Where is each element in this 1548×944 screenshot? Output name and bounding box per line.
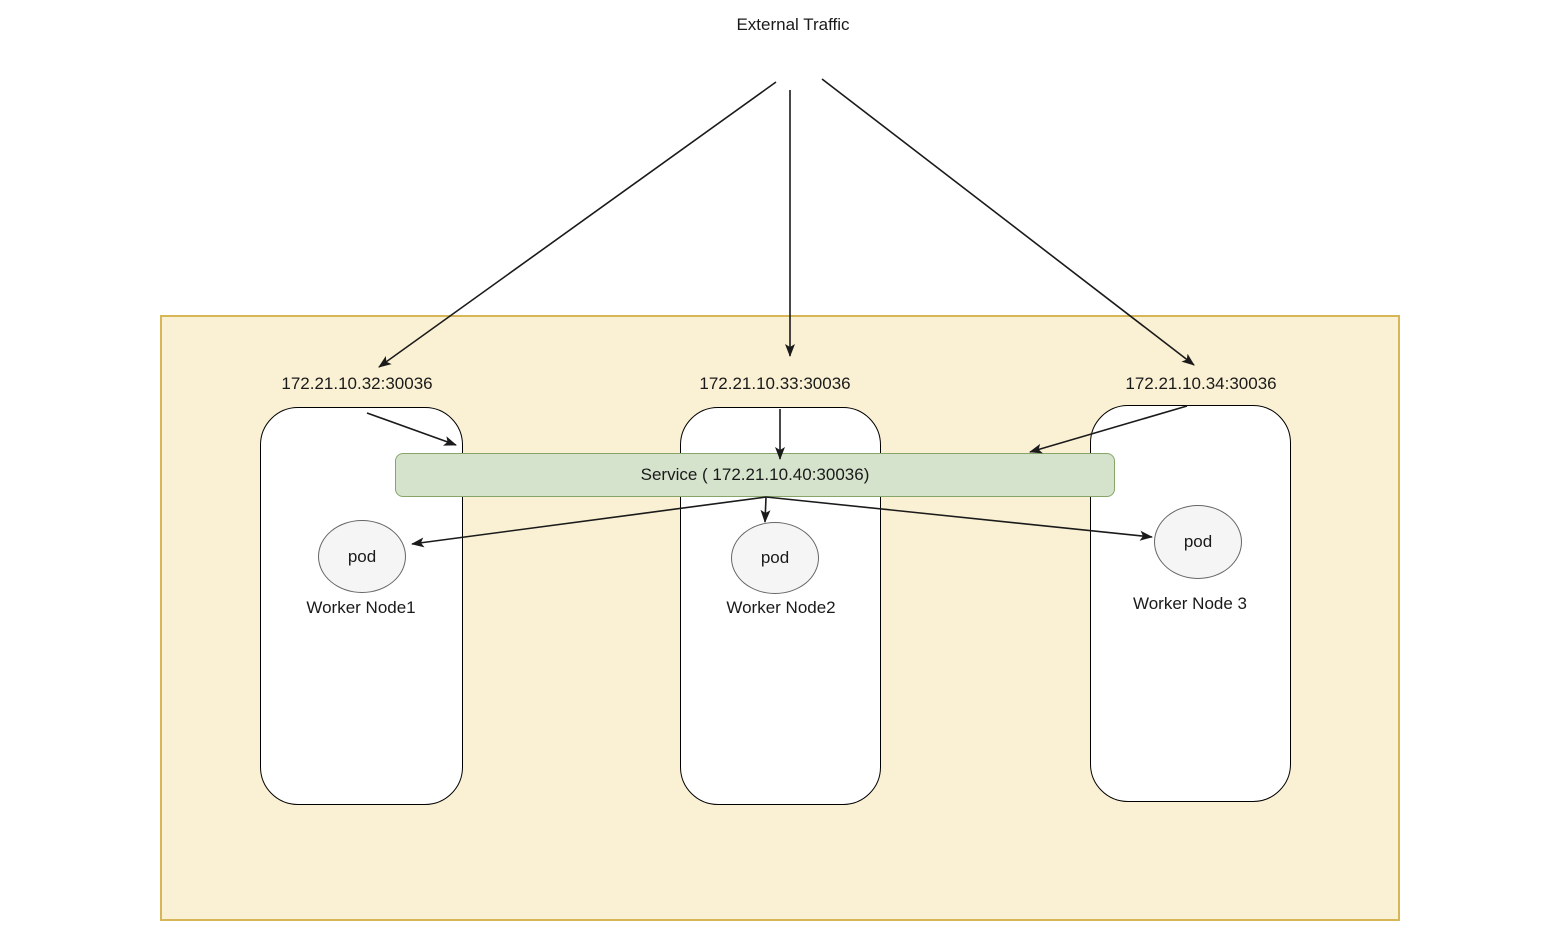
worker-node-1-label: Worker Node1 (306, 598, 416, 617)
pod-3-label: pod (1183, 532, 1213, 551)
service-bar: Service ( 172.21.10.40:30036) (395, 453, 1115, 497)
pod-node-1: pod (318, 520, 406, 593)
service-label: Service ( 172.21.10.40:30036) (640, 465, 870, 484)
worker-node-3-label: Worker Node 3 (1132, 594, 1248, 613)
pod-2-label: pod (760, 548, 790, 567)
nodeport-ip-label-2: 172.21.10.33:30036 (699, 374, 851, 393)
pod-node-3: pod (1154, 505, 1242, 579)
nodeport-ip-label-3: 172.21.10.34:30036 (1125, 374, 1277, 393)
worker-node-3-box (1090, 405, 1291, 802)
nodeport-ip-label-1: 172.21.10.32:30036 (281, 374, 433, 393)
pod-1-label: pod (347, 546, 377, 566)
external-traffic-label: External Traffic (736, 15, 850, 34)
pod-node-2: pod (731, 522, 819, 594)
worker-node-2-label: Worker Node2 (726, 598, 836, 617)
